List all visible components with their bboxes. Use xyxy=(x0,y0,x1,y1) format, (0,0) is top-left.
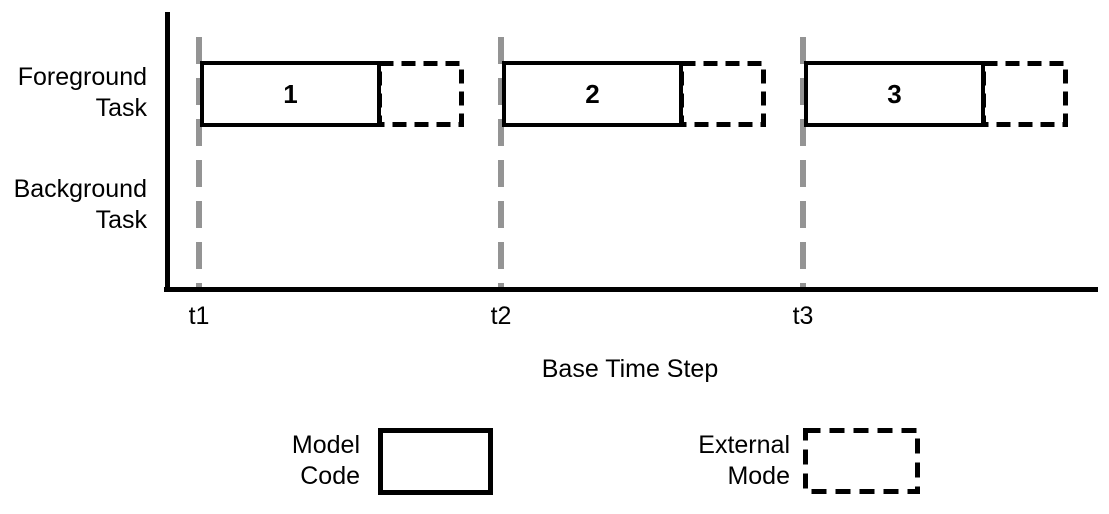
legend-swatch-external-mode xyxy=(803,428,920,494)
task-number: 1 xyxy=(283,78,298,109)
row-label-foreground-task: Foreground Task xyxy=(0,62,147,124)
y-axis-line xyxy=(165,12,170,292)
tick-label-t2: t2 xyxy=(490,302,512,330)
legend-swatch-model-code xyxy=(378,428,493,495)
legend-label-line: Mode xyxy=(727,462,790,490)
row-label-line: Foreground xyxy=(17,63,147,91)
tick-label-t1: t1 xyxy=(188,302,210,330)
legend-label-model-code: Model Code xyxy=(190,430,360,492)
gridline-t3 xyxy=(800,37,806,287)
legend-label-line: Code xyxy=(300,462,360,490)
x-axis-title: Base Time Step xyxy=(541,355,719,383)
gridline-t1 xyxy=(196,37,202,287)
task-number: 3 xyxy=(887,78,902,109)
model-code-box-3: 3 xyxy=(804,61,985,127)
row-label-line: Background xyxy=(13,175,147,203)
model-code-box-1: 1 xyxy=(200,61,381,127)
legend-label-line: Model xyxy=(291,431,360,459)
legend-label-line: External xyxy=(698,431,790,459)
external-mode-box-3 xyxy=(981,61,1068,127)
model-code-box-2: 2 xyxy=(502,61,683,127)
task-number: 2 xyxy=(585,78,600,109)
external-mode-box-1 xyxy=(377,61,464,127)
gridline-t2 xyxy=(498,37,504,287)
row-label-background-task: Background Task xyxy=(0,174,147,236)
external-mode-box-2 xyxy=(679,61,766,127)
x-axis-line xyxy=(164,287,1098,292)
legend-label-external-mode: External Mode xyxy=(620,430,790,492)
tick-label-t3: t3 xyxy=(792,302,814,330)
row-label-line: Task xyxy=(95,94,147,122)
row-label-line: Task xyxy=(95,206,147,234)
